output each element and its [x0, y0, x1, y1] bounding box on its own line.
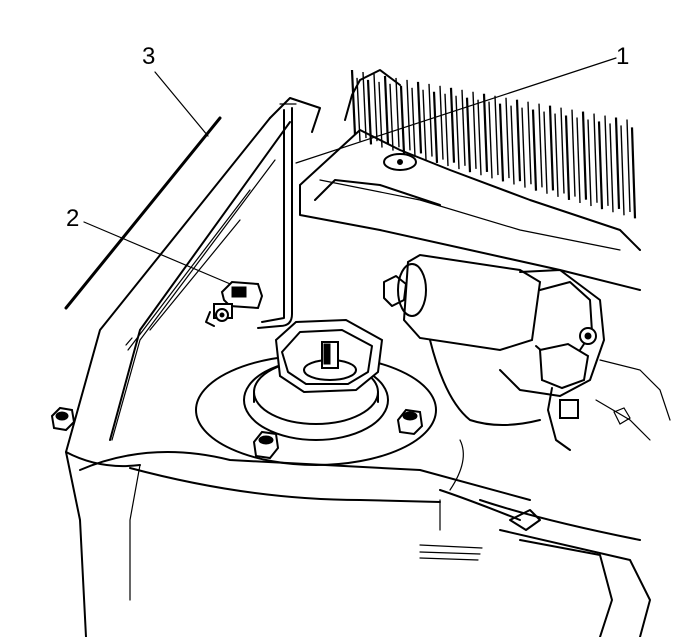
grille-hatch-line: [366, 79, 373, 145]
grille-hatch-line: [543, 111, 548, 194]
grille-hatch-line: [378, 81, 383, 148]
grille-hatch-line: [521, 107, 526, 188]
grille-hatch-line: [362, 71, 367, 139]
grille-hatch-line: [439, 85, 444, 160]
washer-hose: [257, 103, 297, 329]
fender-panel: [65, 97, 531, 637]
grille-hatch-line: [548, 105, 555, 191]
grille-hatch-line: [373, 73, 378, 142]
grille-hatch-line: [383, 75, 390, 145]
grille-hatch-line: [587, 119, 592, 207]
grille-hatch-line: [411, 87, 416, 157]
grille-hatch-line: [461, 89, 466, 166]
grille-hatch-line: [531, 109, 538, 191]
mount-nut-left: [50, 406, 76, 432]
grille-hatch-line: [428, 83, 433, 157]
grille-hatch-line: [609, 123, 614, 213]
callout-2-number: 2: [66, 205, 79, 232]
hose-clip: [205, 280, 264, 327]
cowl-panel: [299, 69, 641, 291]
grille-hatch-line: [614, 117, 621, 209]
grille-hatch-line: [395, 77, 400, 148]
grille-hatch-line: [630, 127, 637, 219]
callout-2: 2: [66, 205, 236, 287]
grille-hatch-line: [422, 89, 427, 160]
callout-2-leader: [83, 221, 236, 287]
grille-hatch-line: [560, 107, 565, 194]
grille-hatch-line: [571, 109, 576, 197]
grille-hatch-line: [389, 83, 394, 151]
grille-hatch-line: [581, 111, 588, 200]
mount-nut-right: [396, 408, 424, 436]
grille-hatch-line: [494, 95, 499, 176]
grille-hatch-line: [432, 91, 439, 164]
grille-hatch-line: [576, 117, 581, 204]
grille-hatch-line: [510, 105, 515, 185]
grille-hatch-line: [498, 103, 505, 182]
grille-hatch-line: [482, 93, 489, 173]
grille-hatch-line: [350, 69, 357, 136]
grille-hatch-line: [444, 93, 449, 167]
callout-1-number: 1: [616, 43, 629, 70]
grille-hatch-line: [488, 101, 493, 179]
mount-nut-front: [252, 430, 280, 460]
grille-hatch-line: [406, 79, 411, 151]
grille-hatch-line: [620, 125, 625, 216]
grille-hatch-line: [416, 81, 423, 154]
grille-hatch-line: [356, 77, 361, 142]
grille-hatch-line: [515, 99, 522, 182]
wiper-motor: [383, 253, 671, 451]
grille-hatching: [350, 69, 637, 219]
grille-hatch-line: [593, 113, 598, 203]
grille-hatch-line: [527, 101, 532, 185]
grille-hatch-line: [597, 121, 604, 210]
callout-3-leader: [154, 71, 209, 137]
grille-hatch-line: [564, 115, 571, 200]
lower-structure: [129, 439, 651, 637]
grille-hatch-line: [505, 97, 510, 179]
edge-panel-line: [64, 116, 222, 310]
grille-hatch-line: [449, 87, 456, 163]
callout-3: 3: [142, 43, 209, 137]
strut-mount: [195, 318, 437, 466]
grille-hatch-line: [472, 91, 477, 169]
grille-hatch-line: [465, 97, 472, 173]
grille-hatch-line: [399, 85, 406, 154]
grille-hatch-line: [554, 113, 559, 197]
grille-hatch-line: [477, 99, 482, 176]
grille-hatch-line: [626, 119, 631, 213]
grille-hatch-line: [455, 95, 460, 170]
grille-hatch-line: [604, 115, 609, 206]
grille-hatch-line: [538, 103, 543, 188]
callout-3-number: 3: [142, 43, 155, 70]
